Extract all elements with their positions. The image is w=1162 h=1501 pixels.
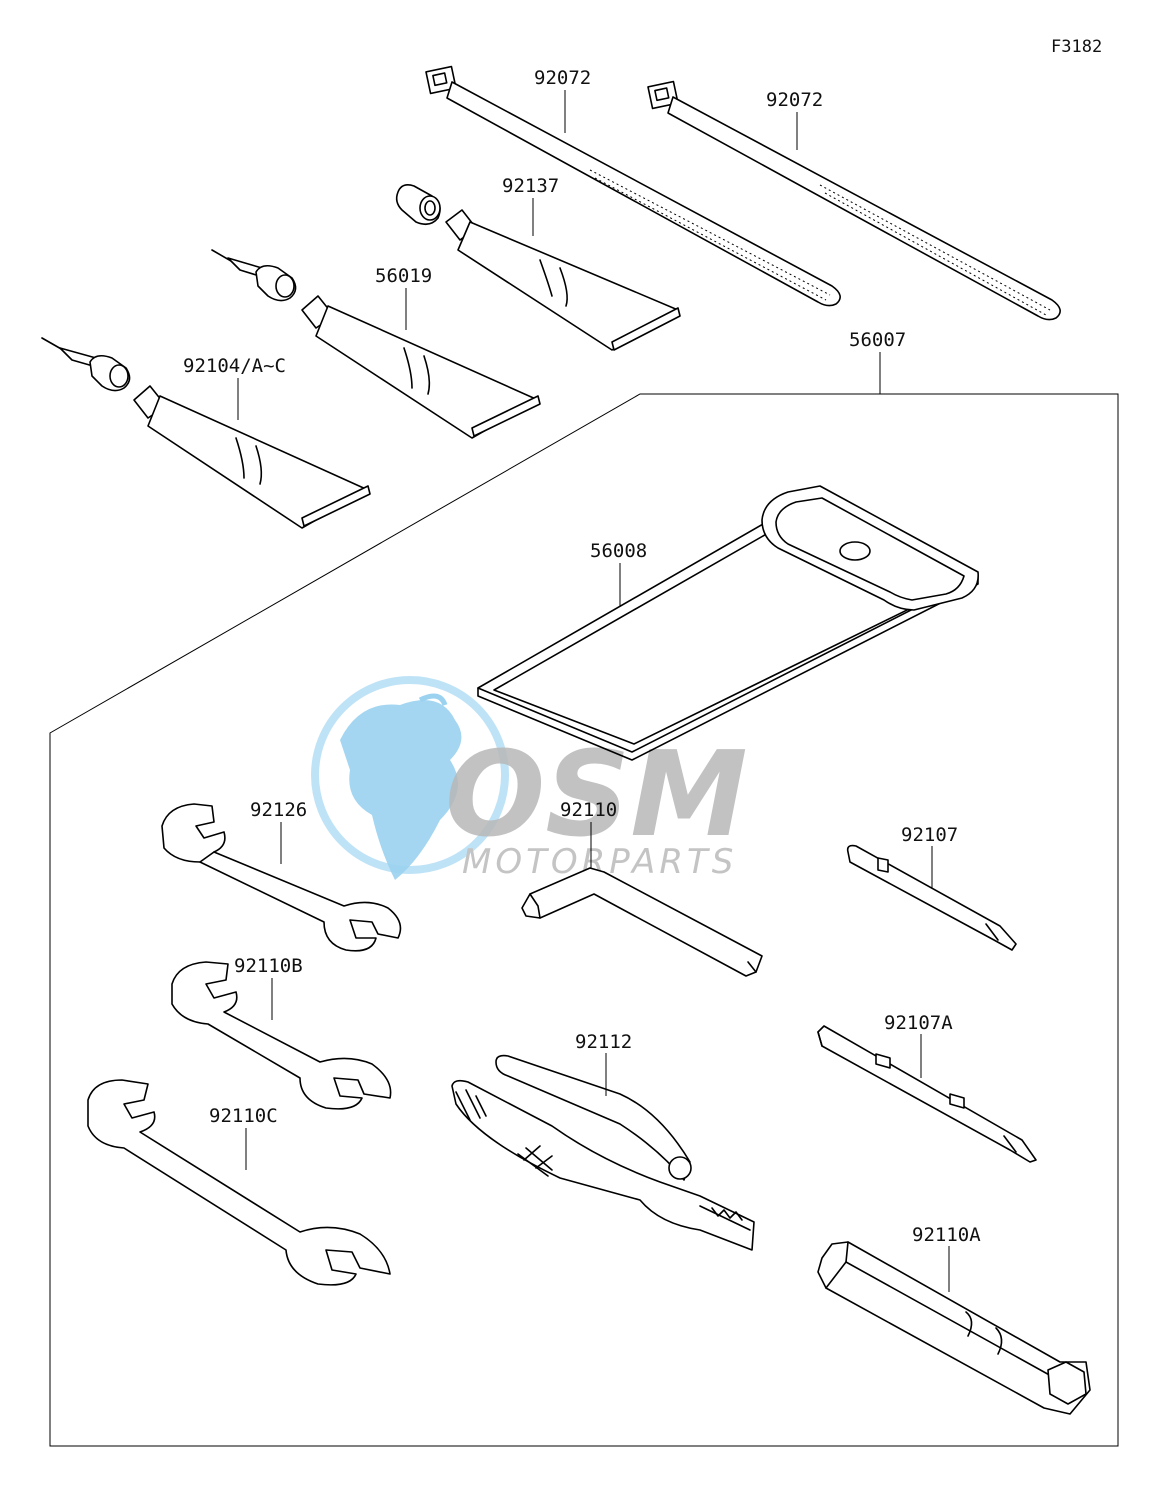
tube-56019 <box>211 249 541 439</box>
pliers-92112 <box>451 1054 755 1251</box>
wrench-92110c <box>87 1079 391 1286</box>
label-tool-bag: 56008 <box>590 540 647 562</box>
label-wrench-92126: 92126 <box>250 799 307 821</box>
label-pliers: 92112 <box>575 1031 632 1053</box>
label-wrench-92110c: 92110C <box>209 1105 278 1127</box>
label-tube-92104: 92104/A~C <box>183 355 286 377</box>
socket-wrench-92110a <box>817 1241 1091 1415</box>
tube-92137 <box>395 184 681 351</box>
label-cable-tie-b: 92072 <box>766 89 823 111</box>
wrench-92110b <box>171 961 392 1110</box>
screwdriver-92107a <box>817 1025 1037 1163</box>
tool-bag <box>477 485 979 761</box>
label-screwdriver-92107a: 92107A <box>884 1012 953 1034</box>
label-socket-wrench: 92110A <box>912 1224 981 1246</box>
wrench-92126 <box>161 803 402 952</box>
label-tube-56019: 56019 <box>375 265 432 287</box>
figure-id: F3182 <box>1051 37 1102 57</box>
watermark-brand: OSM <box>445 725 748 863</box>
tool-kit-boundary <box>49 393 1119 1447</box>
label-tube-92137: 92137 <box>502 175 559 197</box>
cable-tie-a <box>425 65 841 307</box>
cable-tie-b <box>647 80 1061 321</box>
tube-92104 <box>41 337 371 529</box>
hex-key-92110 <box>521 867 763 977</box>
label-wrench-92110b: 92110B <box>234 955 303 977</box>
watermark: OSM MOTORPARTS <box>311 676 748 882</box>
globe-watermark-icon <box>311 676 509 880</box>
screwdriver-92107 <box>846 844 1017 951</box>
label-tool-kit: 56007 <box>849 329 906 351</box>
label-hex-key: 92110 <box>560 799 617 821</box>
label-screwdriver-92107: 92107 <box>901 824 958 846</box>
label-cable-tie-a: 92072 <box>534 67 591 89</box>
